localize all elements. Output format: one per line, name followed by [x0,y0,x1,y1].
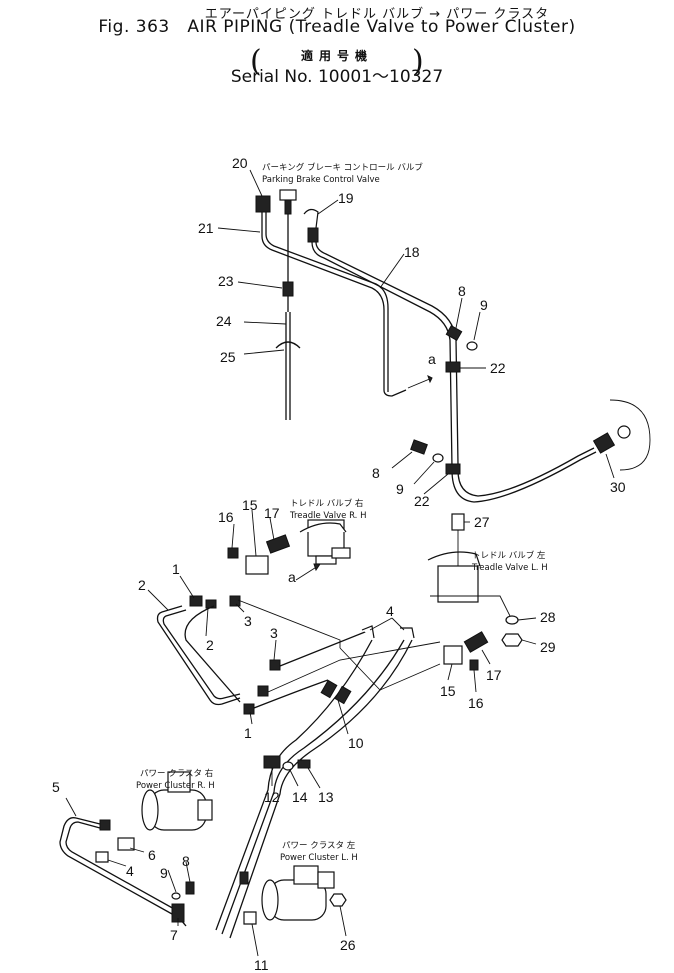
air-tank [609,399,651,471]
bolt-27 [451,513,465,531]
jp-serial: 適用号機 [300,49,373,63]
pipe-2 [156,605,241,706]
callout-22-lower: 22 [414,493,430,509]
callout-16-upper: 16 [218,509,234,525]
callout-8-upper: 8 [458,283,466,299]
callout-9-lower: 9 [160,865,168,881]
callout-12: 12 [264,789,280,805]
power-cluster-lh [261,865,335,921]
callout-15-upper: 15 [242,497,258,513]
callout-10: 10 [348,735,364,751]
callout-18: 18 [404,244,420,260]
callout-17-lower: 17 [486,667,502,683]
callout-27: 27 [474,514,490,530]
pipe-21 [261,212,407,397]
callout-22-upper: 22 [490,360,506,376]
label-treadle-lh-en: Treadle Valve L. H [471,563,548,573]
pipe-bundle-10 [215,639,373,931]
label-cluster-rh-en: Power Cluster R. H [136,781,215,791]
serial-number: Serial No. 10001～10327 [230,67,444,87]
parking-brake-valve [275,189,301,420]
callout-2-right: 2 [206,637,214,653]
label-cluster-lh-jp: パワー クラスタ 左 [282,840,356,851]
callout-11: 11 [254,957,269,973]
callout-17-upper: 17 [264,505,280,521]
label-treadle-rh-en: Treadle Valve R. H [289,511,366,521]
callout-8-lower: 8 [182,853,190,869]
callout-3-upper: 3 [244,613,252,629]
callout-30: 30 [610,479,626,495]
clamp-12 [263,755,281,769]
figure-heading: AIR PIPING (Treadle Valve to Power Clust… [187,17,576,37]
callout-3-lower: 3 [270,625,278,641]
label-cluster-lh-en: Power Cluster L. H [280,853,358,863]
callout-16-lower: 16 [468,695,484,711]
clamp-22-lower [445,463,461,475]
serial-paren-left: ( [250,44,262,79]
callout-9-mid: 9 [396,481,404,497]
callout-25: 25 [220,349,236,365]
label-treadle-lh-jp: トレドル バルブ 左 [472,550,546,561]
clamp-22-upper [445,361,461,373]
power-cluster-rh [141,771,213,831]
callout-13: 13 [318,789,334,805]
serial-paren-right: ) [412,44,424,79]
callout-23: 23 [218,273,234,289]
callout-26: 26 [340,937,356,953]
elbow-15 [245,555,269,575]
callout-20: 20 [232,155,248,171]
figure-title: Fig. 363 AIR PIPING (Treadle Valve to Po… [0,17,674,37]
callout-8-mid: 8 [372,465,380,481]
callout-5: 5 [52,779,60,795]
jp-title: エアーパイピング トレドル バルブ → パワー クラスタ [204,7,550,22]
figure-number: Fig. 363 [98,17,170,37]
callout-1-lower: 1 [244,725,252,741]
callout-28: 28 [540,609,556,625]
callout-1-upper: 1 [172,561,180,577]
label-treadle-rh-jp: トレドル バルブ 右 [290,498,363,509]
callout-4-lower: 4 [126,863,134,879]
label-parking-en: Parking Brake Control Valve [262,175,380,185]
elbow-fitting-19 [303,208,319,229]
callout-9-upper: 9 [480,297,488,313]
treadle-valve-rh [299,519,351,565]
marker-a-lower: a [288,569,296,585]
callout-4-upper: 4 [386,603,394,619]
callout-6: 6 [148,847,156,863]
callout-19: 19 [338,190,354,206]
marker-a-upper: a [428,351,436,367]
callout-24: 24 [216,313,232,329]
label-parking-jp: パーキング ブレーキ コントロール バルブ [262,162,423,173]
callout-2-left: 2 [138,577,146,593]
elbow-fitting [255,195,271,213]
callout-15-lower: 15 [440,683,456,699]
label-cluster-rh-jp: パワー クラスタ 右 [140,768,213,779]
callout-21: 21 [198,220,214,236]
callout-7: 7 [170,927,178,943]
treadle-valve-lh [427,513,511,617]
hose-30 [451,451,597,503]
callout-29: 29 [540,639,556,655]
callout-14: 14 [292,789,308,805]
